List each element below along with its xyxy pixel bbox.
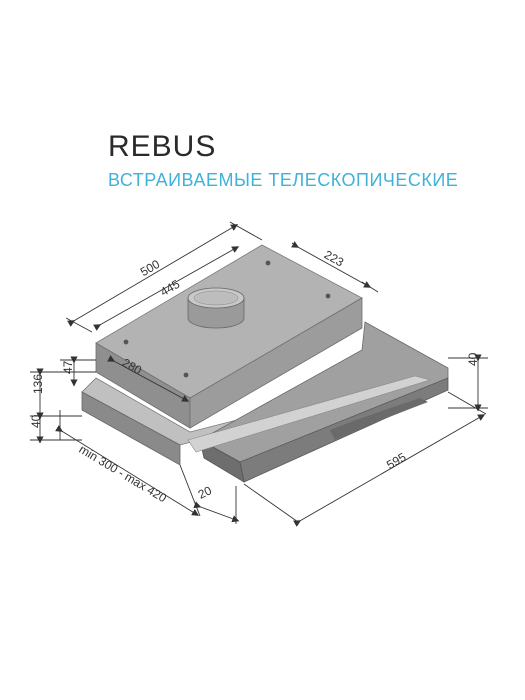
mount-hole [265,260,271,266]
mount-hole [183,372,189,378]
dim-136-label: 136 [31,374,45,394]
dim-40-right-label: 40 [466,352,480,366]
dim-47-label: 47 [61,360,75,374]
product-subtitle: ВСТРАИВАЕМЫЕ ТЕЛЕСКОПИЧЕСКИЕ [108,170,459,190]
dim-500-label: 500 [138,257,163,279]
duct-outlet [187,287,245,329]
dim-20-label: 20 [196,483,214,501]
mount-hole [325,293,331,299]
mount-hole [123,339,129,345]
dim-595-label: 595 [384,450,409,472]
visor-side [199,439,245,483]
dimension-lines [30,221,488,527]
housing-front-side [189,297,363,429]
dim-223-label: 223 [322,248,347,270]
dim-40-left-label: 40 [29,414,43,428]
product-title: REBUS [108,130,217,163]
